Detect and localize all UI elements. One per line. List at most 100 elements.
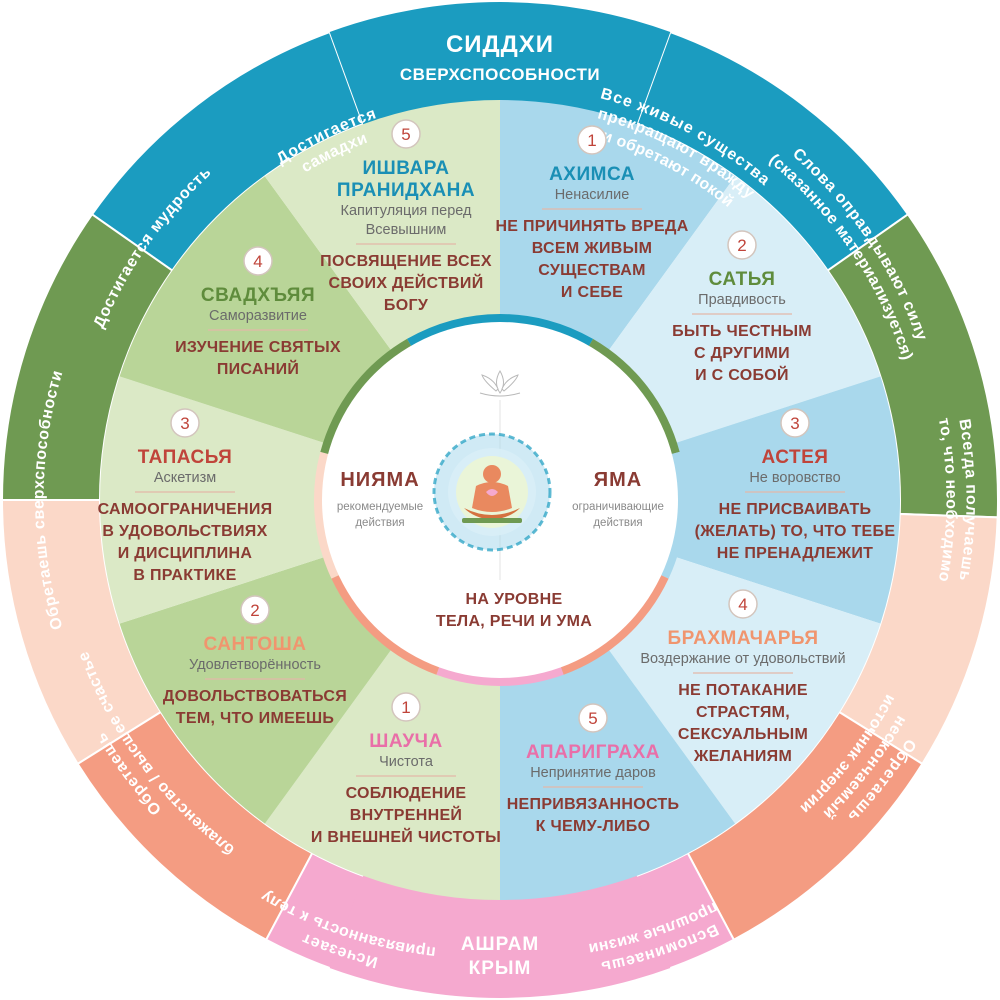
yama-title: ЯМА (594, 469, 642, 491)
seg-tapasya (99, 376, 331, 624)
niyama-ishvara-title: ИШВАРА (363, 158, 450, 179)
yama-ahimsa-desc-line2: ВСЕМ ЖИВЫМ (532, 240, 652, 257)
bottom-title-line1: АШРАМ (461, 934, 539, 955)
niyama-sub1: рекомендуемые (337, 501, 423, 513)
niyama-svadhyaya-title: СВАДХЪЯЯ (201, 285, 315, 306)
seg-asteya (669, 376, 900, 624)
niyama-tapasya-desc-line2: В УДОВОЛЬСТВИЯХ (102, 523, 267, 540)
yama-asteya-subtitle: Не воровство (749, 470, 840, 486)
niyama-tapasya-desc-line3: И ДИСЦИПЛИНА (118, 545, 253, 562)
niyama-santosha-subtitle: Удовлетворённость (189, 657, 321, 673)
yama-asteya-title: АСТЕЯ (762, 447, 829, 468)
niyama-tapasya-desc-line1: САМООГРАНИЧЕНИЯ (98, 501, 273, 518)
niyama-ishvara-subtitle-line2: Всевышним (366, 222, 447, 238)
niyama-sub2: действия (355, 517, 404, 529)
seg-satya (604, 176, 881, 445)
seg-ishvara (264, 100, 500, 356)
niyama-shaucha-number: 1 (401, 698, 410, 717)
yama-ahimsa-subtitle: Ненасилие (555, 187, 630, 203)
niyama-svadhyaya-number: 4 (253, 252, 262, 271)
niyama-svadhyaya-number-badge (243, 246, 273, 276)
niyama-tapasya-title: ТАПАСЬЯ (138, 447, 233, 468)
hub-arc-top (407, 314, 593, 353)
niyama-ishvara-desc-line1: ПОСВЯЩЕНИЕ ВСЕХ (320, 253, 492, 270)
yama-satya-number: 2 (737, 236, 746, 255)
niyama-svadhyaya-desc-line1: ИЗУЧЕНИЕ СВЯТЫХ (175, 339, 341, 356)
yama-ahimsa-number-badge (577, 125, 607, 155)
yama-aparigraha-number-badge (578, 703, 608, 733)
yama-satya-number-badge (727, 230, 757, 260)
niyama-shaucha-title: ШАУЧА (369, 731, 442, 752)
niyama-ishvara-desc-line2: СВОИХ ДЕЙСТВИЙ (328, 273, 483, 292)
niyama-santosha: 2САНТОШАУдовлетворённостьДОВОЛЬСТВОВАТЬС… (163, 595, 347, 727)
yama-ahimsa-title: АХИМСА (549, 164, 635, 185)
yama-brahmacharya-desc-line2: СТРАСТЯМ, (696, 704, 790, 721)
seg-aparigraha (500, 644, 736, 900)
seg-ahimsa (500, 100, 736, 356)
niyama-ishvara-number: 5 (401, 125, 410, 144)
niyama-ishvara-title-line2: ПРАНИДХАНА (337, 180, 475, 201)
seg-santosha (119, 555, 396, 824)
yama-brahmacharya-desc-line4: ЖЕЛАНИЯМ (693, 748, 792, 765)
yama-aparigraha-desc-line2: К ЧЕМУ-ЛИБО (536, 818, 651, 835)
yama-asteya-desc-line3: НЕ ПРЕНАДЛЕЖИТ (717, 545, 873, 562)
yama-asteya-desc-line2: (ЖЕЛАТЬ) ТО, ЧТО ТЕБЕ (695, 523, 896, 540)
yama-brahmacharya-subtitle: Воздержание от удовольствий (640, 651, 845, 667)
niyama-shaucha-desc-line2: ВНУТРЕННЕЙ (350, 805, 462, 824)
seg-shaucha (264, 644, 500, 900)
niyama-santosha-number-badge (240, 595, 270, 625)
niyama-shaucha-subtitle: Чистота (379, 754, 434, 770)
yama-asteya-desc-line1: НЕ ПРИСВАИВАТЬ (719, 501, 872, 518)
niyama-svadhyaya-desc-line2: ПИСАНИЙ (217, 359, 299, 378)
yama-satya-desc-line1: БЫТЬ ЧЕСТНЫМ (672, 323, 812, 340)
center-hub: НИЯМА рекомендуемые действия ЯМА огранич… (322, 322, 678, 678)
yama-brahmacharya-number-badge (728, 589, 758, 619)
yama-satya-desc-line3: И С СОБОЙ (695, 365, 789, 384)
yama-satya-desc-line2: С ДРУГИМИ (694, 345, 790, 362)
niyama-ishvara-subtitle: Капитуляция перед (341, 203, 473, 219)
yama-sub1: ограничивающие (572, 501, 664, 513)
center-note-line1: НА УРОВНЕ (466, 591, 563, 608)
bottom-title-line2: КРЫМ (469, 958, 532, 979)
yama-brahmacharya-title: БРАХМАЧАРЬЯ (668, 628, 819, 649)
yama-aparigraha-title: АПАРИГРАХА (526, 742, 660, 763)
yama-aparigraha-number: 5 (588, 709, 597, 728)
yama-brahmacharya-desc-line1: НЕ ПОТАКАНИЕ (678, 682, 808, 699)
niyama-santosha-number: 2 (250, 601, 259, 620)
yama-asteya-number-badge (780, 408, 810, 438)
center-note-line2: ТЕЛА, РЕЧИ И УМА (436, 613, 592, 630)
seg-brahmacharya (604, 555, 881, 824)
top-subtitle: СВЕРХСПОСОБНОСТИ (400, 65, 600, 84)
niyama-santosha-desc-line2: ТЕМ, ЧТО ИМЕЕШЬ (176, 710, 334, 727)
niyama-shaucha-number-badge (391, 692, 421, 722)
niyama-ishvara-desc-line3: БОГУ (384, 297, 429, 314)
niyama-tapasya-number-badge (170, 408, 200, 438)
top-title: СИДДХИ (446, 31, 554, 58)
yama-asteya-number: 3 (790, 414, 799, 433)
niyama-svadhyaya-subtitle: Саморазвитие (209, 308, 307, 324)
yama-ahimsa-desc-line4: И СЕБЕ (561, 284, 623, 301)
lotus-icon (479, 370, 521, 397)
niyama-shaucha-desc-line1: СОБЛЮДЕНИЕ (346, 785, 467, 802)
yama-satya-subtitle: Правдивость (698, 292, 786, 308)
niyama-santosha-title: САНТОША (204, 634, 307, 655)
niyama-tapasya-subtitle: Аскетизм (154, 470, 216, 486)
niyama-tapasya-number: 3 (180, 414, 189, 433)
niyama-tapasya-desc-line4: В ПРАКТИКЕ (133, 567, 236, 584)
niyama-shaucha-desc-line3: И ВНЕШНЕЙ ЧИСТОТЫ (311, 827, 501, 846)
seg-svadhyaya (119, 176, 396, 445)
yama-aparigraha-subtitle: Непринятие даров (530, 765, 656, 781)
yama-ahimsa-number: 1 (587, 131, 596, 150)
outer-label-right-mid-line1: Всегда получаешь (955, 418, 979, 583)
